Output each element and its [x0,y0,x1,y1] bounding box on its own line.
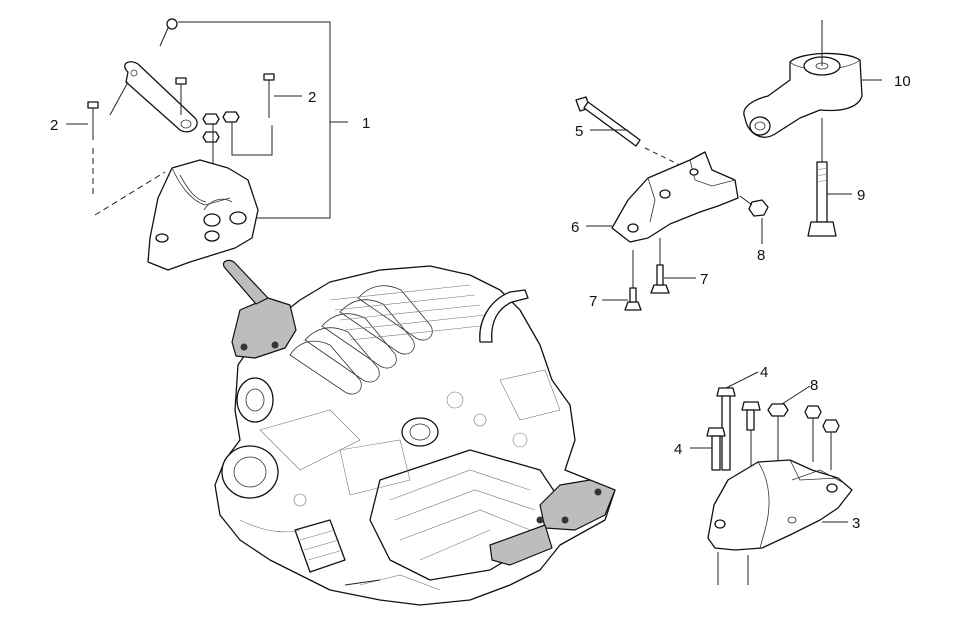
callout-labels: 1 2 2 3 4 4 5 6 7 7 8 8 9 10 [50,73,911,532]
callout-8-top: 8 [757,247,765,264]
callout-4-left: 4 [674,441,682,458]
callout-2-right: 2 [308,89,316,106]
mount-studs [87,73,275,140]
torque-rod-installed [222,259,269,305]
callout-3: 3 [852,515,860,532]
long-bolt-shank [583,101,641,147]
engine-assembly [214,259,616,606]
callout-1: 1 [362,115,370,132]
callout-4-top: 4 [760,364,768,381]
transmission-bracket [611,151,739,243]
rear-mount-bolt [816,161,828,223]
callout-6: 6 [571,219,579,236]
callout-2-left: 2 [50,117,58,134]
callout-7-left: 7 [589,293,597,310]
mount-nuts [202,111,240,143]
mount-top-bolt-icon [166,18,178,30]
callout-5: 5 [575,123,583,140]
torque-rod-arm [124,61,198,133]
engine-mount-group [87,18,331,271]
transmission-bracket-group [575,96,769,311]
callout-8-bottom: 8 [810,377,818,394]
callout-9: 9 [857,187,865,204]
bracket-nut [748,199,769,217]
callout-10: 10 [894,73,911,90]
engine-side-mount-installed [231,297,297,359]
transmission-mount-group [706,387,853,585]
rear-mount-group [743,20,863,237]
transmission-mount [707,459,853,551]
callout-leaders [66,79,882,586]
callout-7-right: 7 [700,271,708,288]
